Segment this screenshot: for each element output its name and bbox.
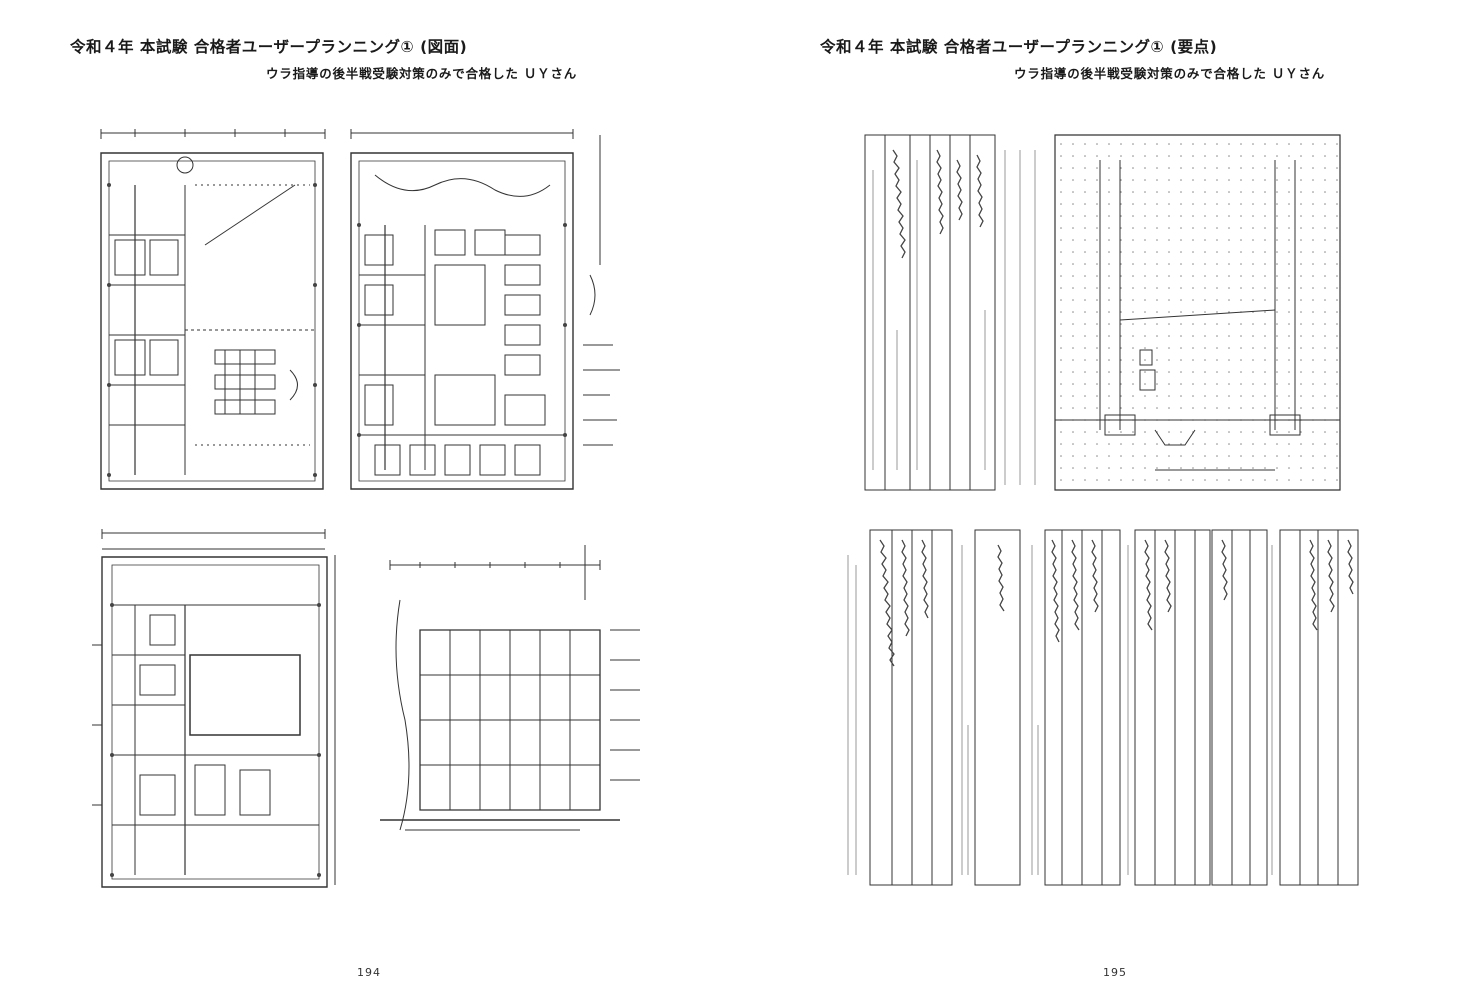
floor-plan-drawing-2 bbox=[345, 125, 645, 495]
answer-sheet-upper bbox=[855, 130, 1355, 495]
left-page: 令和４年 本試験 合格者ユーザープランニング① (図面) ウラ指導の後半戦受験対… bbox=[70, 38, 740, 979]
right-page: 令和４年 本試験 合格者ユーザープランニング① (要点) ウラ指導の後半戦受験対… bbox=[740, 0, 1480, 1000]
page-title: 令和４年 本試験 合格者ユーザープランニング① (図面) bbox=[70, 38, 468, 56]
page-number: 194 bbox=[357, 966, 381, 979]
floor-plan-drawing-3 bbox=[90, 525, 352, 893]
section-drawing bbox=[360, 540, 645, 890]
page-title: 令和４年 本試験 合格者ユーザープランニング① (要点) bbox=[820, 38, 1218, 56]
answer-sheet-lower bbox=[840, 525, 1365, 895]
page-subtitle: ウラ指導の後半戦受験対策のみで合格した ＵＹさん bbox=[1014, 66, 1326, 81]
floor-plan-drawing-1 bbox=[95, 125, 330, 495]
page-subtitle: ウラ指導の後半戦受験対策のみで合格した ＵＹさん bbox=[266, 66, 578, 81]
page-number: 195 bbox=[1103, 966, 1127, 979]
